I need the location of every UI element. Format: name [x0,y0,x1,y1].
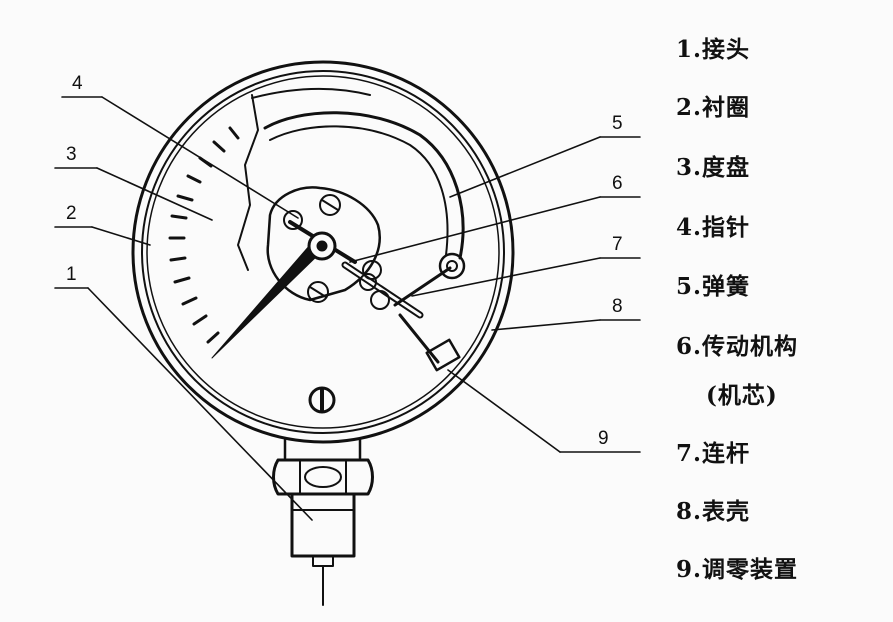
connecting-rod [393,266,452,307]
spring-end-eye [438,252,466,280]
bourdon-spring [263,111,465,260]
callout-5: 5 [612,113,623,134]
callout-1: 1 [66,264,77,285]
dial-cut-edge [237,94,259,271]
legend-item-6: 6.传动机构 [676,333,799,360]
socket-neck [283,438,362,460]
callout-2: 2 [66,203,77,224]
legend-item-2: 2.衬圈 [676,94,751,121]
dial-arc [251,87,371,99]
pointer-needle [211,244,319,359]
callout-3: 3 [66,144,77,165]
dial-rim [146,75,500,429]
pressure-gauge-diagram: 1 2 3 4 5 6 7 8 9 [54,60,641,606]
legend-item-1: 1.接头 [676,36,751,63]
legend-item-4: 4.指针 [676,214,751,241]
dial-scale-ticks [168,126,240,344]
legend-item-7: 7.连杆 [676,440,751,467]
callout-4: 4 [72,73,83,94]
callout-leaders [54,96,641,521]
callout-8: 8 [612,296,623,317]
legend-item-3: 3.度盘 [676,154,751,181]
threaded-connector [290,492,356,558]
legend-item-9: 9.调零装置 [676,556,799,583]
hex-nut [272,458,374,496]
case-inner-ring [141,70,505,434]
legend-item-5: 5.弹簧 [676,273,751,300]
legend-item-6-note: (机芯) [706,382,778,409]
callout-7: 7 [612,234,623,255]
callout-9: 9 [598,428,609,449]
zero-adjust-block [425,338,461,372]
case-outer-ring [131,60,515,444]
callout-6: 6 [612,173,623,194]
legend-item-8: 8.表壳 [676,498,751,525]
